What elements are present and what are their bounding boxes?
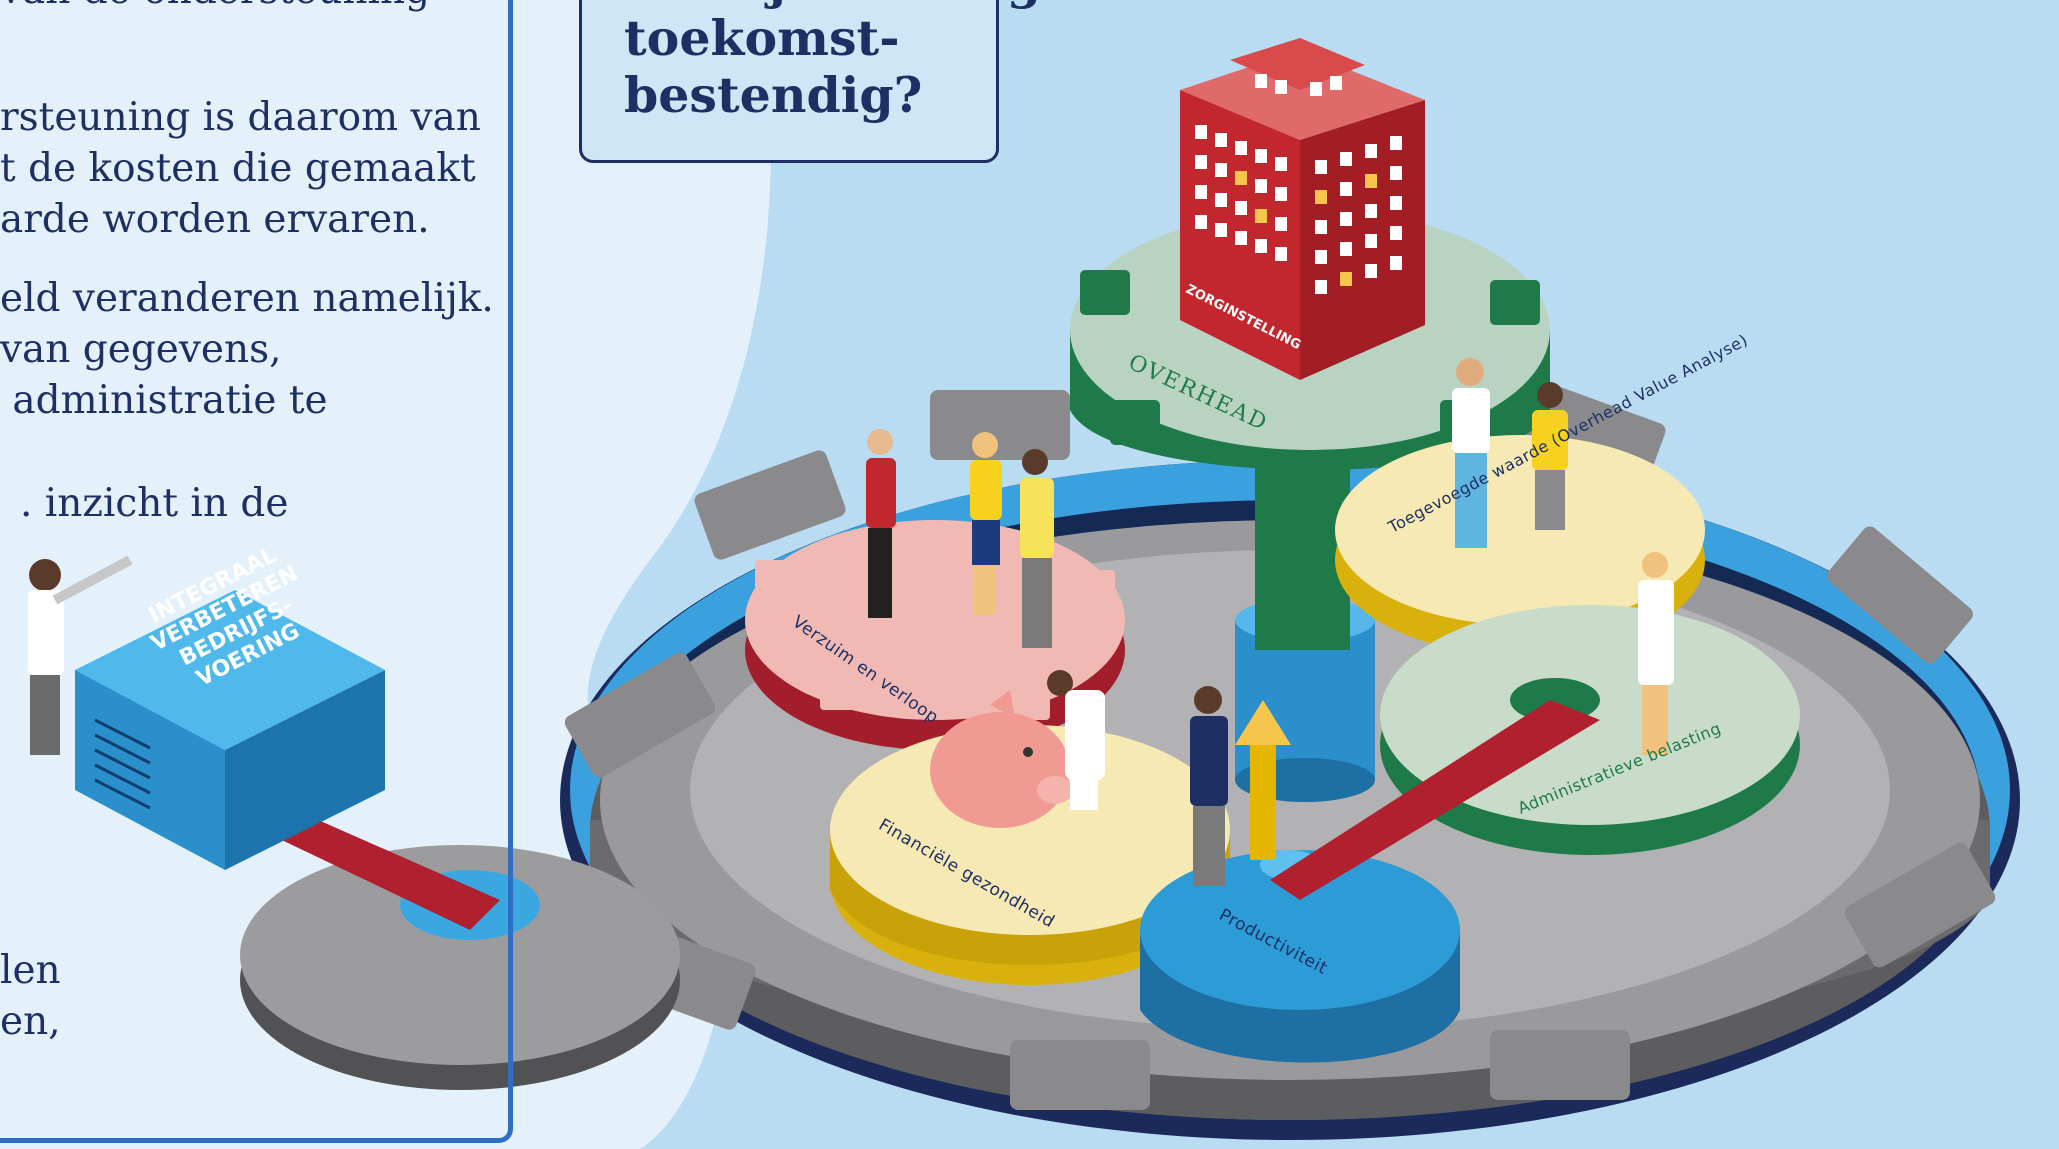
intro-bottom-lines: len en, [0, 945, 61, 1047]
person-nurse [1638, 552, 1674, 755]
person-woman-yellow [970, 432, 1002, 615]
zorginstelling-building [1180, 38, 1425, 380]
intro-line: rsteuning is daarom van [0, 95, 481, 140]
people-figures [28, 358, 1674, 886]
question-line: bestendig? [624, 66, 923, 124]
question-box: bedrijfsvoering toekomst- bestendig? [579, 0, 1041, 163]
piggy-bank [930, 690, 1073, 828]
person-man-yellow [1020, 449, 1054, 648]
intro-line: van gegevens, [0, 327, 282, 372]
intro-line: . inzicht in de [20, 481, 289, 526]
person-elderly-woman [1532, 382, 1568, 530]
question-line: bedrijfsvoering [624, 0, 1041, 10]
intro-line: len [0, 948, 61, 993]
small-grey-gear [240, 845, 680, 1090]
intro-line: arde worden ervaren. [0, 197, 430, 242]
person-man-suit [1190, 686, 1228, 886]
intro-paragraph-2: eld veranderen namelijk. van gegevens, a… [0, 273, 500, 426]
main-belt [1270, 700, 1600, 900]
person-man-white-shirt [1452, 358, 1490, 548]
person-doctor-piggy [1047, 670, 1105, 810]
up-arrow [1235, 700, 1291, 860]
person-woman-red [866, 429, 896, 618]
intro-paragraph-3: . inzicht in de [0, 478, 500, 529]
intro-paragraph-1: rsteuning is daarom van t de kosten die … [0, 92, 500, 245]
productiviteit-gear [1140, 850, 1460, 1063]
financiele-gear [830, 725, 1230, 985]
administratieve-gear [1380, 605, 1800, 855]
intro-line: administratie te [0, 378, 328, 423]
person-crank-operator [28, 555, 133, 755]
intro-text: rsteuning is daarom van t de kosten die … [0, 92, 500, 557]
intro-top-partial: van de ondersteuning [0, 0, 430, 13]
intro-line: en, [0, 999, 61, 1044]
intro-line: eld veranderen namelijk. [0, 276, 494, 321]
question-line: toekomst- [624, 9, 900, 67]
integraal-machine [75, 590, 385, 870]
intro-line: t de kosten die gemaakt [0, 146, 476, 191]
